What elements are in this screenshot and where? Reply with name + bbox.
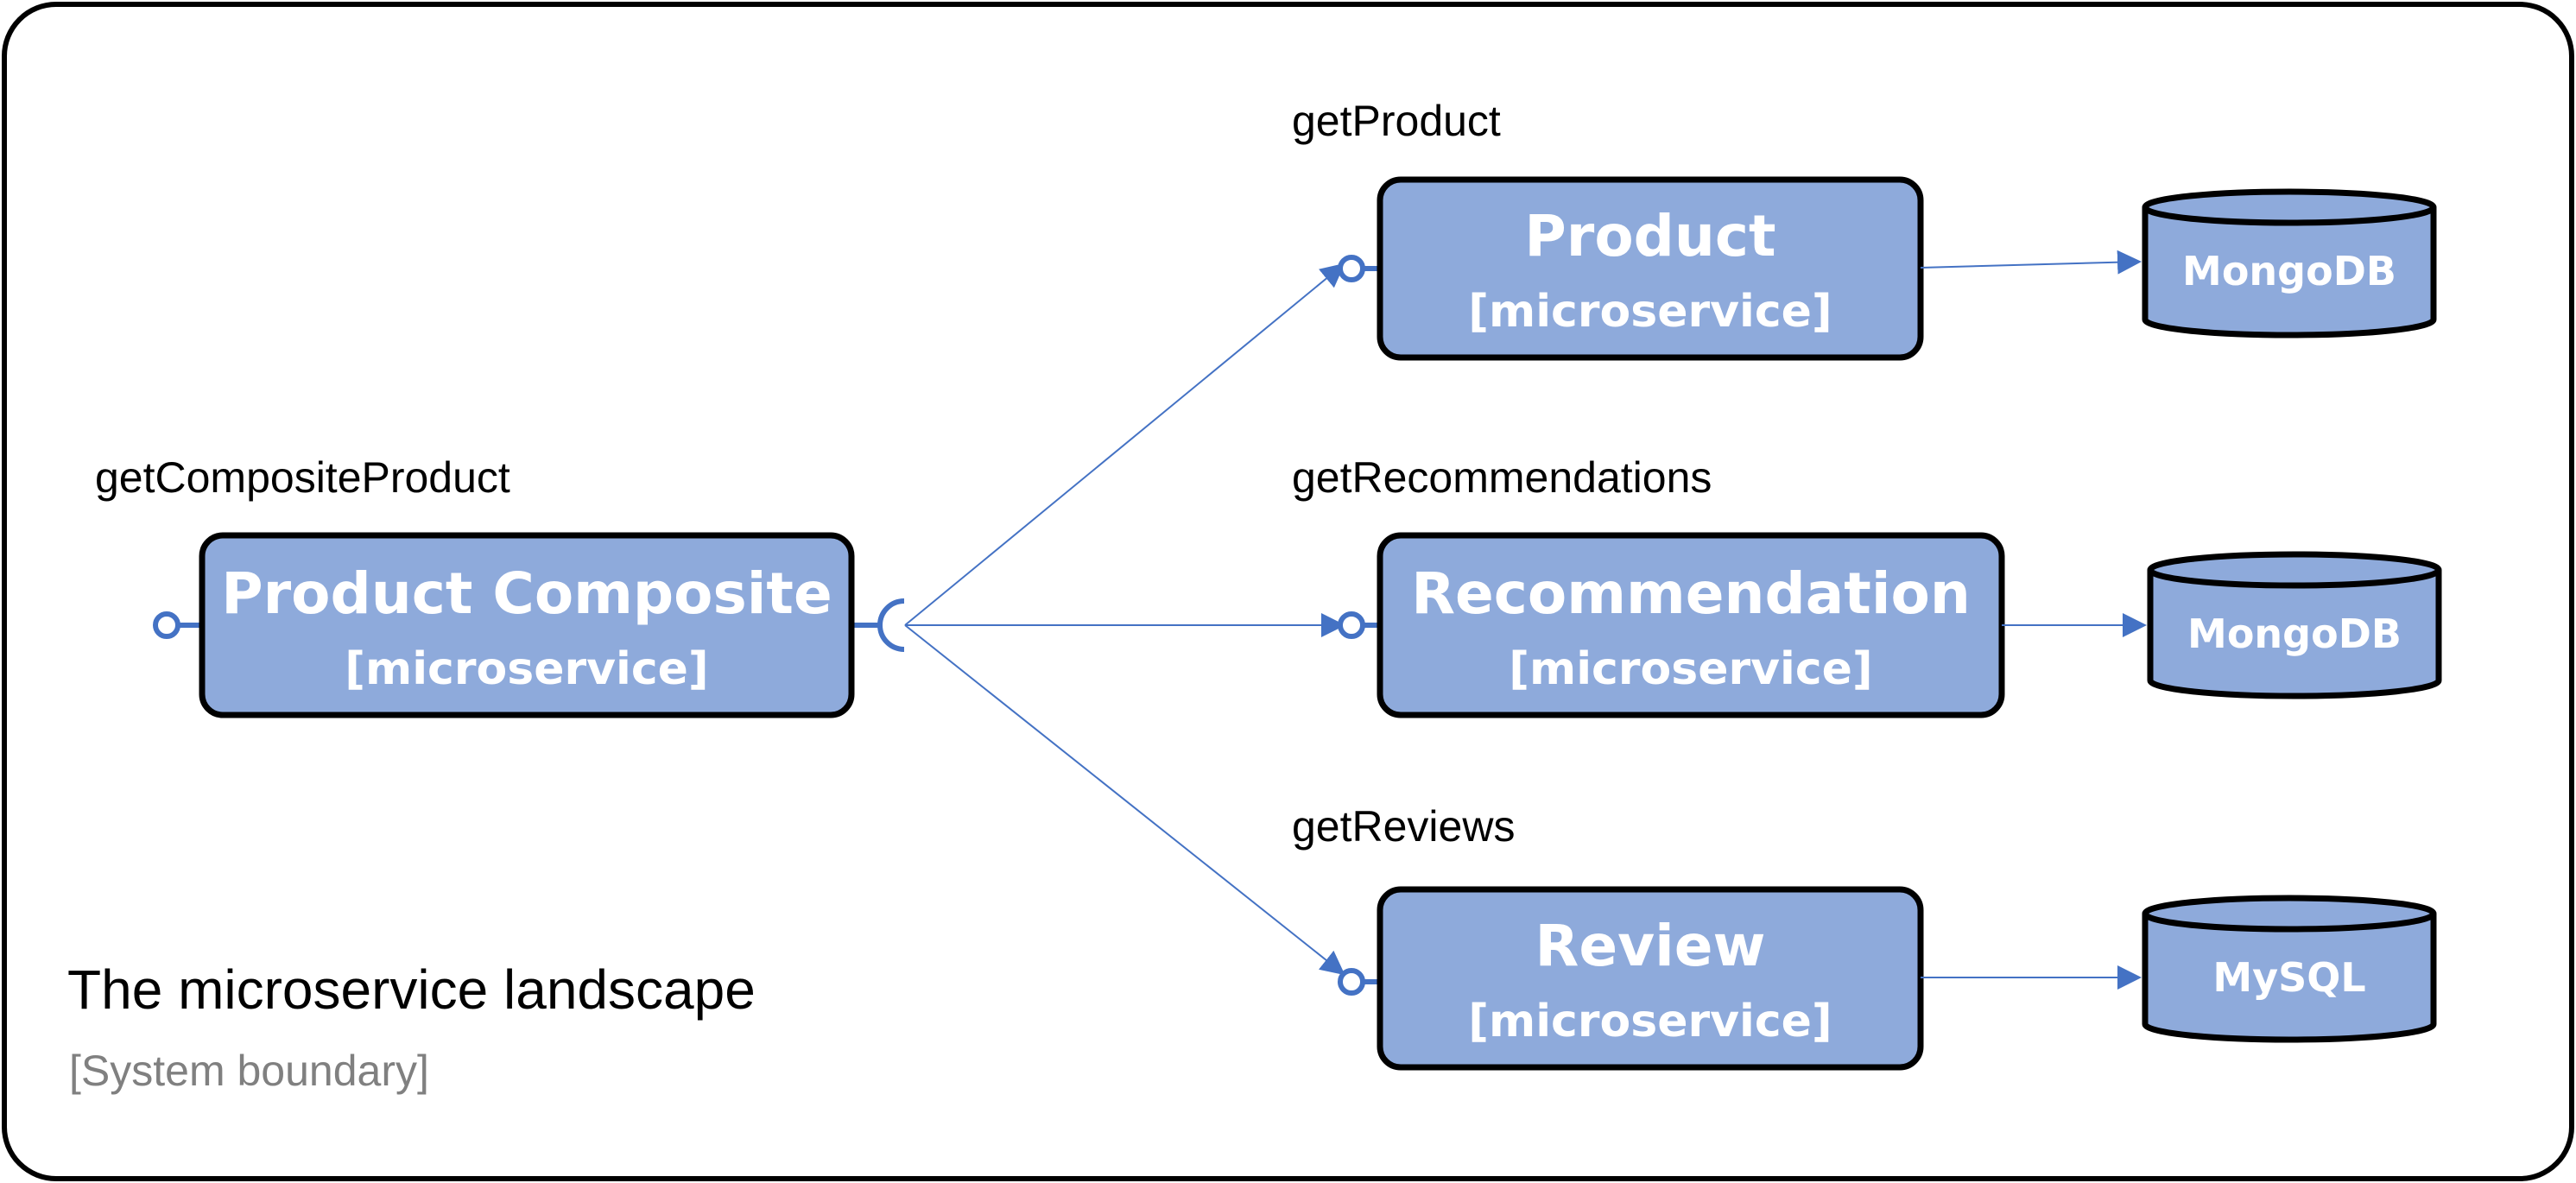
recommendation-service-name: Recommendation: [1411, 560, 1971, 627]
product-database-icon: [2142, 188, 2437, 338]
product-provided-interface-icon: [1338, 255, 1365, 282]
boundary-title: The microservice landscape: [67, 958, 756, 1021]
recommendation-database-label: MongoDB: [2187, 610, 2402, 657]
product-service-box: [1377, 176, 1924, 361]
recommendation-interface-label: getRecommendations: [1292, 453, 1712, 502]
review-service-name: Review: [1535, 913, 1766, 979]
recommendation-service-type: [microservice]: [1509, 643, 1872, 695]
product-composite-type: [microservice]: [345, 643, 708, 695]
review-database-label: MySQL: [2212, 954, 2365, 1001]
composite-interface-label: getCompositeProduct: [95, 453, 510, 502]
review-service-type: [microservice]: [1468, 996, 1832, 1047]
product-interface-label: getProduct: [1292, 97, 1501, 145]
connector-composite-to-product: [904, 263, 1345, 626]
product-service-type: [microservice]: [1468, 286, 1832, 338]
boundary-subtitle: [System boundary]: [69, 1047, 429, 1095]
recommendation-provided-interface-icon: [1338, 611, 1365, 639]
review-provided-interface-icon: [1338, 968, 1365, 996]
product-composite-name: Product Composite: [221, 560, 832, 627]
review-database-icon: [2142, 895, 2437, 1043]
recommendation-database-icon: [2147, 551, 2442, 699]
product-composite-box: [199, 532, 855, 718]
review-interface-label: getReviews: [1292, 802, 1515, 851]
composite-provided-interface-icon: [153, 611, 180, 639]
connector-composite-to-review: [904, 624, 1345, 976]
composite-required-interface-socket-icon: [877, 598, 905, 652]
product-database-label: MongoDB: [2182, 248, 2396, 294]
product-service-name: Product: [1524, 203, 1775, 269]
connector-product-to-db: [1920, 250, 2142, 275]
